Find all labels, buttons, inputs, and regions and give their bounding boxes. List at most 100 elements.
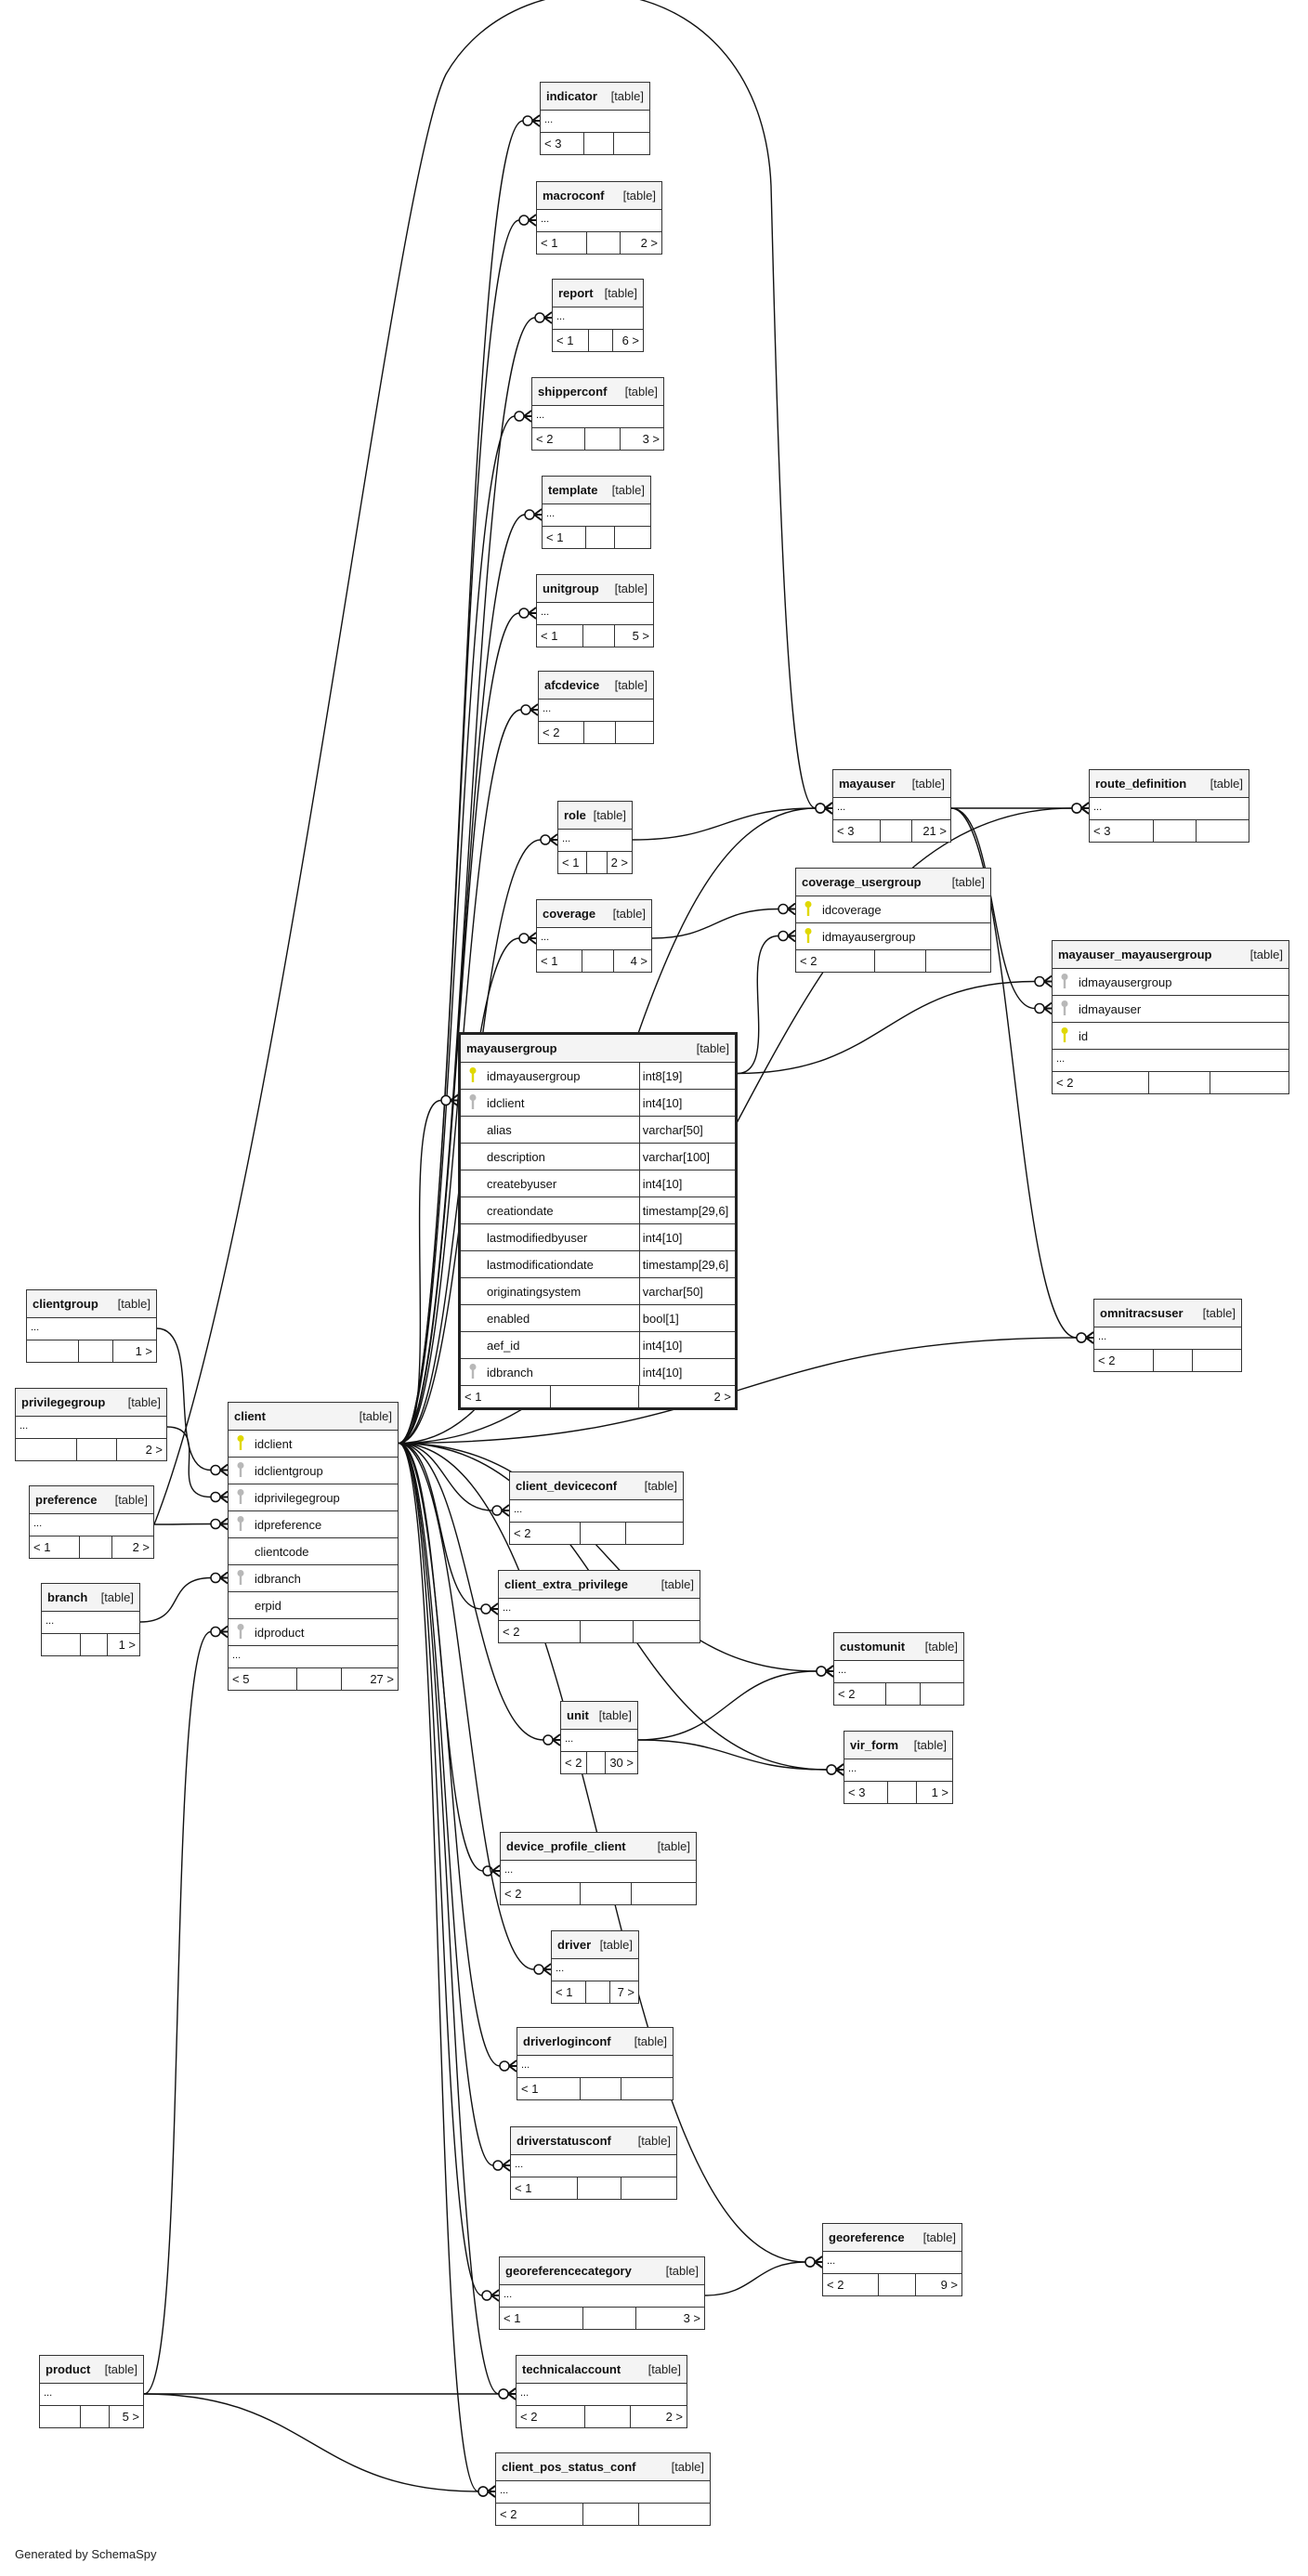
table-name[interactable]: client_pos_status_conf	[502, 2460, 636, 2474]
table-name[interactable]: driver	[557, 1938, 592, 1952]
table-name[interactable]: indicator	[546, 89, 597, 103]
table-name[interactable]: shipperconf	[538, 385, 608, 399]
table-name[interactable]: branch	[47, 1590, 88, 1604]
table-template[interactable]: template[table]...< 1	[542, 476, 651, 549]
table-name[interactable]: coverage_usergroup	[802, 875, 922, 889]
table-header[interactable]: clientgroup[table]	[27, 1290, 156, 1318]
table-header[interactable]: coverage[table]	[537, 900, 651, 928]
table-name[interactable]: coverage	[543, 907, 596, 921]
table-header[interactable]: technicalaccount[table]	[517, 2356, 687, 2384]
table-name[interactable]: template	[548, 483, 598, 497]
table-name[interactable]: route_definition	[1095, 777, 1187, 791]
table-name[interactable]: mayauser	[839, 777, 896, 791]
table-header[interactable]: client_deviceconf[table]	[510, 1472, 683, 1500]
table-header[interactable]: mayausergroup[table]	[461, 1035, 735, 1063]
table-name[interactable]: privilegegroup	[21, 1395, 106, 1409]
table-name[interactable]: afcdevice	[544, 678, 600, 692]
table-name[interactable]: clientgroup	[33, 1297, 98, 1311]
table-client-extra-privilege[interactable]: client_extra_privilege[table]...< 2	[498, 1570, 700, 1643]
table-header[interactable]: client_extra_privilege[table]	[499, 1571, 700, 1599]
table-indicator[interactable]: indicator[table]...< 3	[540, 82, 650, 155]
table-name[interactable]: mayausergroup	[466, 1041, 557, 1055]
table-header[interactable]: client_pos_status_conf[table]	[496, 2453, 710, 2481]
table-name[interactable]: product	[46, 2362, 91, 2376]
table-header[interactable]: preference[table]	[30, 1486, 153, 1514]
table-driverloginconf[interactable]: driverloginconf[table]...< 1	[517, 2027, 674, 2100]
table-name[interactable]: vir_form	[850, 1738, 899, 1752]
table-header[interactable]: client[table]	[229, 1403, 398, 1431]
table-name[interactable]: client_deviceconf	[516, 1479, 618, 1493]
table-name[interactable]: omnitracsuser	[1100, 1306, 1184, 1320]
table-header[interactable]: route_definition[table]	[1090, 770, 1249, 798]
table-header[interactable]: macroconf[table]	[537, 182, 661, 210]
table-name[interactable]: georeferencecategory	[505, 2264, 632, 2278]
table-header[interactable]: branch[table]	[42, 1584, 139, 1612]
table-client-pos-status-conf[interactable]: client_pos_status_conf[table]...< 2	[495, 2452, 711, 2526]
table-header[interactable]: driver[table]	[552, 1931, 638, 1959]
table-header[interactable]: device_profile_client[table]	[501, 1833, 696, 1861]
table-device-profile-client[interactable]: device_profile_client[table]...< 2	[500, 1832, 697, 1905]
table-driverstatusconf[interactable]: driverstatusconf[table]...< 1	[510, 2126, 677, 2200]
table-branch[interactable]: branch[table]...1 >	[41, 1583, 140, 1656]
table-header[interactable]: unitgroup[table]	[537, 575, 653, 603]
table-header[interactable]: customunit[table]	[834, 1633, 963, 1661]
table-header[interactable]: report[table]	[553, 280, 643, 307]
table-header[interactable]: driverloginconf[table]	[517, 2028, 673, 2056]
table-header[interactable]: privilegegroup[table]	[16, 1389, 166, 1417]
table-header[interactable]: indicator[table]	[541, 83, 649, 111]
table-name[interactable]: role	[564, 808, 586, 822]
table-header[interactable]: mayauser[table]	[833, 770, 950, 798]
table-header[interactable]: omnitracsuser[table]	[1094, 1300, 1241, 1327]
table-name[interactable]: client_extra_privilege	[504, 1577, 628, 1591]
table-name[interactable]: unitgroup	[543, 582, 599, 595]
table-name[interactable]: macroconf	[543, 189, 605, 203]
table-afcdevice[interactable]: afcdevice[table]...< 2	[538, 671, 654, 744]
table-name[interactable]: client	[234, 1409, 266, 1423]
table-header[interactable]: product[table]	[40, 2356, 143, 2384]
table-header[interactable]: georeference[table]	[823, 2224, 961, 2252]
table-header[interactable]: coverage_usergroup[table]	[796, 869, 990, 896]
table-name[interactable]: driverstatusconf	[517, 2134, 611, 2148]
table-name[interactable]: technicalaccount	[522, 2362, 621, 2376]
table-clientgroup[interactable]: clientgroup[table]...1 >	[26, 1289, 157, 1363]
table-header[interactable]: shipperconf[table]	[532, 378, 663, 406]
table-client-deviceconf[interactable]: client_deviceconf[table]...< 2	[509, 1471, 684, 1545]
table-name[interactable]: device_profile_client	[506, 1839, 626, 1853]
table-route-definition[interactable]: route_definition[table]...< 3	[1089, 769, 1249, 843]
table-header[interactable]: mayauser_mayausergroup[table]	[1053, 941, 1288, 969]
table-name[interactable]: mayauser_mayausergroup	[1058, 948, 1212, 961]
table-header[interactable]: template[table]	[543, 477, 650, 504]
table-header[interactable]: afcdevice[table]	[539, 672, 653, 700]
table-product[interactable]: product[table]...5 >	[39, 2355, 144, 2428]
table-name[interactable]: georeference	[829, 2230, 905, 2244]
table-omnitracsuser[interactable]: omnitracsuser[table]...< 2	[1093, 1299, 1242, 1372]
table-name[interactable]: driverloginconf	[523, 2034, 611, 2048]
table-header[interactable]: driverstatusconf[table]	[511, 2127, 676, 2155]
table-customunit[interactable]: customunit[table]...< 2	[833, 1632, 964, 1706]
table-header[interactable]: vir_form[table]	[844, 1732, 952, 1759]
table-name[interactable]: report	[558, 286, 594, 300]
table-header[interactable]: georeferencecategory[table]	[500, 2257, 704, 2285]
table-header[interactable]: role[table]	[558, 802, 632, 830]
table-name[interactable]: preference	[35, 1493, 98, 1507]
table-header[interactable]: unit[table]	[561, 1702, 637, 1730]
table-name[interactable]: customunit	[840, 1640, 906, 1654]
table-mayauser-mayausergroup[interactable]: mayauser_mayausergroup[table]idmayauserg…	[1052, 940, 1289, 1094]
